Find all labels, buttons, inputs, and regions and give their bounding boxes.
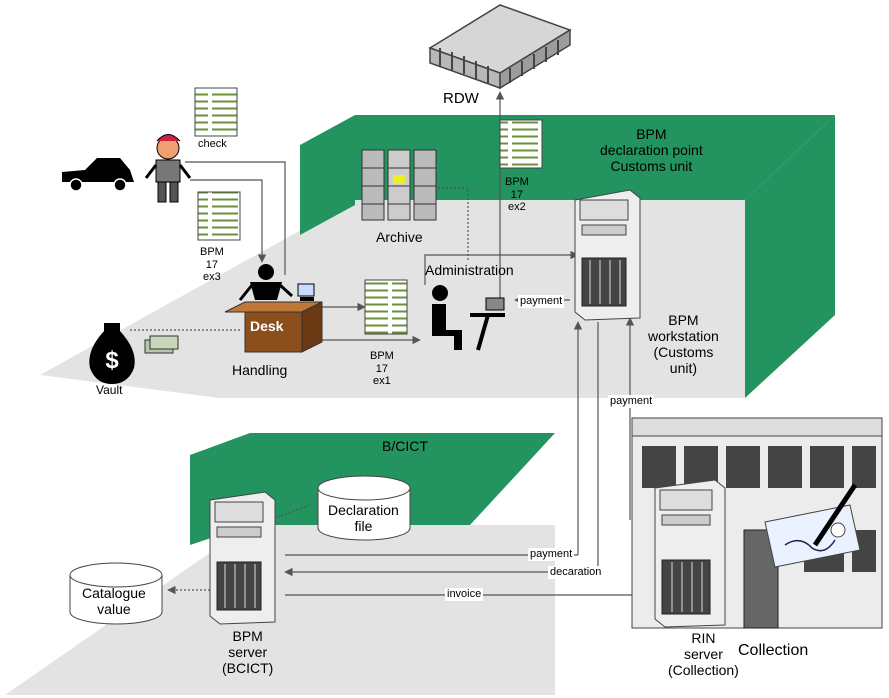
- archive-cabinets-icon: [361, 149, 437, 221]
- rdw-building-icon: [428, 4, 572, 90]
- bpm-server-icon: [209, 491, 276, 625]
- cash-icon: [144, 335, 179, 354]
- customs-back-wall: [355, 115, 835, 200]
- invoice-label: invoice: [445, 588, 484, 601]
- paper-admin-icon: [364, 279, 408, 335]
- customs-left-wall: [300, 115, 355, 235]
- decaration-label: decaration: [548, 566, 604, 579]
- declaration-file-label: Declaration file: [328, 502, 399, 535]
- desk-label: Desk: [250, 318, 284, 334]
- catalogue-value-icon: [69, 562, 163, 625]
- car-icon: [62, 158, 134, 192]
- declaration-file-icon: [317, 475, 411, 541]
- vault-label: Vault: [96, 383, 123, 397]
- administration-clerk-icon: [432, 285, 505, 351]
- vault-icon: $: [89, 323, 135, 384]
- archive-label: Archive: [376, 229, 423, 245]
- payment-right-label: payment: [608, 395, 655, 408]
- administration-label: Administration: [425, 262, 514, 278]
- paper-ex3-icon: [197, 191, 241, 241]
- bcict-room: [5, 433, 555, 695]
- rdw-label: RDW: [443, 90, 479, 107]
- paper-ex2-icon: [499, 119, 543, 169]
- rin-server-icon: [654, 479, 726, 628]
- svg-text:$: $: [105, 347, 119, 374]
- bcict-floor: [5, 525, 555, 695]
- handling-label: Handling: [232, 362, 288, 378]
- bpm-server-label: BPM server (BCICT): [222, 628, 274, 677]
- bpm-workstation-server-icon: [574, 189, 641, 321]
- bpm-workstation-label: BPM workstation (Customs unit): [648, 312, 719, 377]
- desk-icon: [224, 301, 323, 353]
- payment-admin-label: payment: [518, 295, 565, 308]
- vehicle-owner-icon: [144, 134, 192, 203]
- collection-label: Collection: [738, 642, 809, 659]
- payment-bcict-label: payment: [528, 548, 575, 561]
- flow-owner-to-handling: [190, 179, 267, 263]
- paper-check-icon: [194, 87, 238, 137]
- admin-computer-icon: [485, 297, 505, 311]
- bpm-ex1-label: BPM 17 ex1: [370, 350, 394, 388]
- customs-right-wall: [745, 115, 835, 398]
- bpm-ex2-label: BPM 17 ex2: [505, 176, 529, 214]
- check-label: check: [198, 138, 227, 150]
- bpm-ex3-label: BPM 17 ex3: [200, 246, 224, 284]
- flow-check-to-handling: [185, 161, 286, 275]
- catalogue-value-label: Catalogue value: [82, 585, 146, 618]
- bcict-label: B/CICT: [382, 438, 428, 454]
- rin-server-label: RIN server (Collection): [668, 630, 739, 679]
- flow-admin-to-workstation: [424, 250, 579, 285]
- flow-declaration-file: [269, 504, 311, 521]
- desk-computer-icon: [297, 283, 315, 301]
- bpm-declaration-point-label: BPM declaration point Customs unit: [600, 126, 703, 175]
- handling-clerk-icon: [238, 264, 294, 301]
- cheque-pen-icon: [764, 483, 861, 568]
